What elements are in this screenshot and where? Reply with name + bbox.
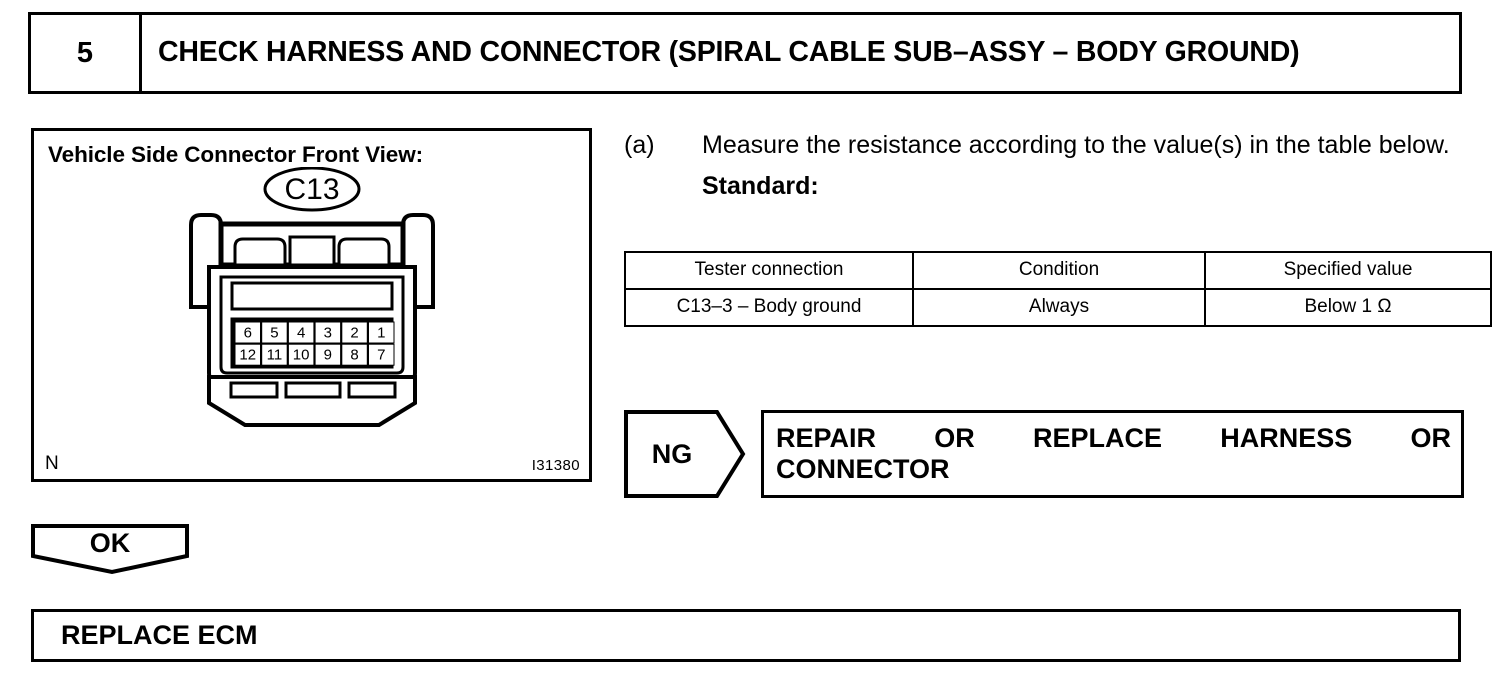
pin-cell-12 [234,343,261,366]
connector-skirt-slot-center [284,381,341,399]
pin-cell-2 [340,321,368,344]
ok-tag-label: OK [89,527,131,558]
svg-text:C13: C13 [284,173,339,206]
pin-cell-7 [367,343,394,366]
ng-tag: NG [624,410,746,498]
ng-action-box: REPAIR OR REPLACE HARNESS OR CONNECTOR [761,410,1464,498]
figure-caption: Vehicle Side Connector Front View: [48,142,424,167]
ng-action-text: REPAIR OR REPLACE HARNESS OR CONNECTOR [764,423,1461,486]
connector-diagram: C13 6 5 4 3 2 1 12 11 10 9 8 7 [34,167,589,437]
pin-grid: 6 5 4 3 2 1 12 11 10 9 8 7 [234,321,394,366]
ng-action-line-1: REPAIR OR REPLACE HARNESS OR [776,423,1451,454]
ng-action-word: REPLACE [1032,422,1162,453]
ng-action-line-2: CONNECTOR [776,454,950,484]
pin-number-8: 8 [350,347,358,364]
final-action-label: REPLACE ECM [61,620,258,650]
pin-cell-8 [340,343,368,366]
pin-cell-3 [314,321,341,344]
final-action-box: REPLACE ECM [31,609,1461,662]
pin-number-2: 2 [350,325,358,342]
pin-cell-9 [314,343,341,366]
table-header-row: Tester connection Condition Specified va… [624,251,1492,290]
step-title-cell: CHECK HARNESS AND CONNECTOR (SPIRAL CABL… [142,15,1459,91]
pin-number-11: 11 [266,347,282,364]
column-header-tester-connection: Tester connection [624,251,914,290]
step-title: CHECK HARNESS AND CONNECTOR (SPIRAL CABL… [158,36,1300,69]
ng-tag-label: NG [651,438,693,469]
connector-skirt-slot-left [229,381,278,399]
ok-arrow-shape [31,524,189,575]
ng-result-row: NG REPAIR OR REPLACE HARNESS OR CONNECTOR [624,410,1464,498]
instruction-row: (a) Measure the resistance according to … [624,126,1464,205]
ng-arrow-shape [624,410,746,498]
pin-cell-5 [260,321,288,344]
ok-tag: OK [30,523,200,575]
connector-keyway-tab-left [233,237,286,267]
pin-number-4: 4 [296,325,304,342]
connector-id-badge: C13 [263,167,360,212]
step-number: 5 [76,36,94,69]
pin-number-7: 7 [377,347,385,364]
connector-front-view-svg: C13 6 5 4 3 2 1 12 11 10 9 8 7 [188,167,435,427]
connector-skirt-slot-right [347,381,396,399]
pin-number-9: 9 [323,347,331,364]
instruction-block: (a) Measure the resistance according to … [624,126,1464,205]
figure-id-code: I31380 [531,457,580,474]
connector-keyway-tab-center [288,235,335,267]
pin-number-12: 12 [239,347,256,364]
pin-cell-10 [287,343,314,366]
connector-upper-slot [230,281,393,311]
pin-number-3: 3 [323,325,331,342]
pin-cell-4 [287,321,314,344]
pin-number-1: 1 [377,325,385,342]
orientation-mark: N [45,453,59,474]
pin-number-5: 5 [270,325,278,342]
pin-cell-11 [260,343,288,366]
step-header: 5 CHECK HARNESS AND CONNECTOR (SPIRAL CA… [28,12,1462,94]
connector-keyway-tab-right [337,237,390,267]
column-header-specified-value: Specified value [1204,251,1492,290]
cell-condition: Always [912,287,1206,327]
column-header-condition: Condition [912,251,1206,290]
ng-action-word: REPAIR [776,422,877,453]
standard-label: Standard: [702,171,819,200]
pin-number-6: 6 [243,325,251,342]
connector-figure-panel: Vehicle Side Connector Front View: C13 [31,128,592,482]
specification-table: Tester connection Condition Specified va… [624,251,1492,327]
instruction-marker: (a) [624,131,655,159]
ng-action-word: OR [934,422,975,453]
step-number-cell: 5 [31,15,142,91]
cell-tester-connection: C13–3 – Body ground [624,287,914,327]
pin-cell-1 [367,321,394,344]
ng-action-word: HARNESS [1220,422,1353,453]
instruction-text: Measure the resistance according to the … [702,131,1450,159]
pin-cell-6 [234,321,261,344]
ng-action-word: OR [1410,422,1452,453]
instruction-body: Measure the resistance according to the … [702,126,1464,205]
table-row: C13–3 – Body ground Always Below 1 Ω [624,287,1492,327]
cell-specified-value: Below 1 Ω [1204,287,1492,327]
pin-number-10: 10 [292,347,309,364]
